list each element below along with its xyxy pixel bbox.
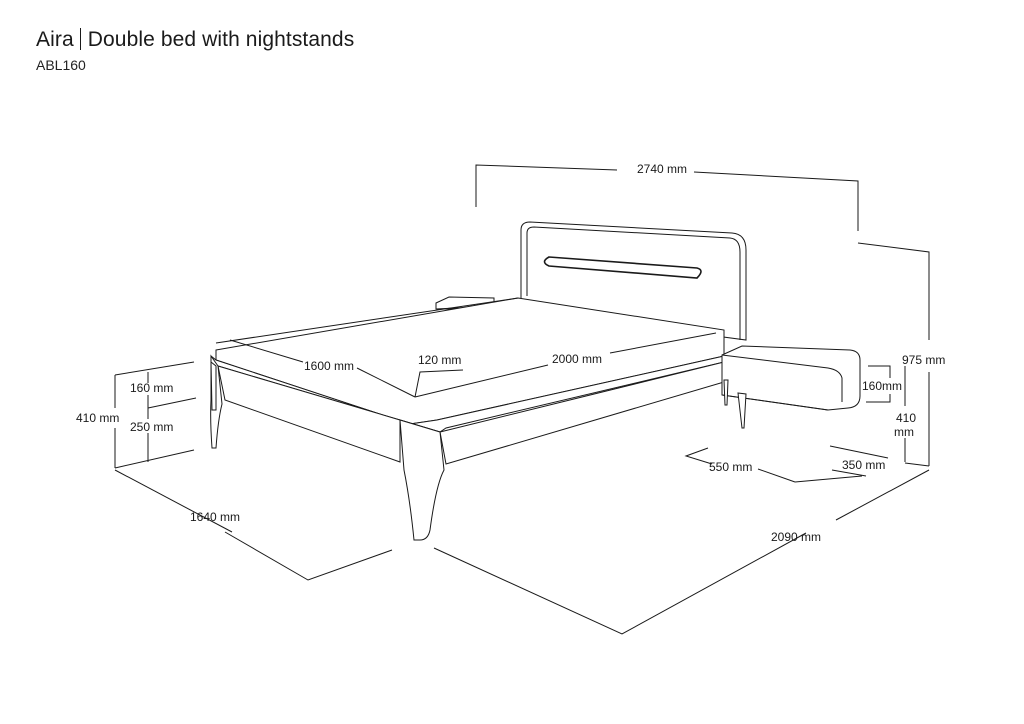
dim-bed-width: 1600 mm bbox=[304, 359, 354, 373]
product-code: ABL160 bbox=[36, 57, 86, 73]
product-title: Aira Double bed with nightstands bbox=[36, 28, 354, 52]
dim-leg-height: 250 mm bbox=[130, 420, 173, 434]
nightstand-leg-back bbox=[723, 379, 729, 406]
dim-overall-width: 2740 mm bbox=[637, 162, 687, 176]
bed-frame bbox=[210, 297, 725, 541]
title-separator bbox=[79, 28, 81, 50]
dim-frame-height: 160 mm bbox=[130, 381, 173, 395]
product-type: Double bed with nightstands bbox=[87, 28, 355, 51]
dim-nightstand-height-unit: mm bbox=[894, 425, 914, 439]
dim-nightstand-body-height: 160mm bbox=[862, 379, 902, 393]
product-name: Aira bbox=[36, 28, 74, 51]
leg-left-post bbox=[210, 360, 217, 411]
leg-front-corner bbox=[399, 419, 445, 541]
dim-nightstand-width: 550 mm bbox=[709, 460, 752, 474]
dim-bed-height: 410 mm bbox=[76, 411, 119, 425]
dim-overall-height: 975 mm bbox=[902, 353, 945, 367]
dim-overall-bed-width: 1640 mm bbox=[190, 510, 240, 524]
dimension-lines bbox=[114, 164, 930, 635]
headboard-slot bbox=[543, 256, 702, 279]
right-nightstand bbox=[721, 345, 861, 429]
dim-overall-depth: 2090 mm bbox=[771, 530, 821, 544]
dim-nightstand-depth: 350 mm bbox=[842, 458, 885, 472]
dim-bed-length: 2000 mm bbox=[552, 352, 602, 366]
dim-side-rail: 120 mm bbox=[418, 353, 461, 367]
dim-nightstand-height-value: 410 bbox=[896, 411, 916, 425]
nightstand-leg-front bbox=[737, 392, 747, 429]
